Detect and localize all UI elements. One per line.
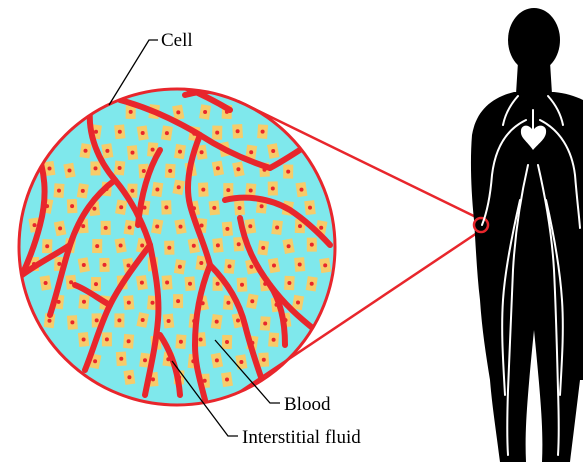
cell <box>78 332 89 347</box>
cell <box>234 201 245 216</box>
cell <box>175 334 186 349</box>
cell <box>116 351 127 366</box>
cell <box>162 275 173 290</box>
cell <box>209 200 220 215</box>
cell <box>78 294 89 309</box>
cell <box>212 238 223 253</box>
cell <box>91 277 101 291</box>
blood-label: Blood <box>284 394 331 415</box>
cell <box>164 241 174 255</box>
cell <box>163 314 174 329</box>
cell <box>258 353 269 367</box>
cell <box>304 200 316 215</box>
cell <box>102 332 112 346</box>
cell <box>161 200 171 214</box>
cell <box>92 239 102 253</box>
cell <box>174 144 186 159</box>
cell <box>284 276 295 290</box>
cell <box>67 315 78 330</box>
cell <box>99 258 109 272</box>
cell <box>221 372 233 387</box>
cell <box>165 164 176 179</box>
cell <box>222 335 232 349</box>
cell <box>53 183 64 198</box>
cell <box>222 221 233 236</box>
cell <box>151 182 163 197</box>
cell <box>307 238 317 252</box>
cell <box>184 276 195 291</box>
cell <box>223 183 233 197</box>
cell <box>260 316 271 331</box>
cell <box>123 370 135 385</box>
cell <box>173 294 183 308</box>
cell <box>114 313 124 327</box>
cell <box>127 145 138 160</box>
cell <box>114 124 125 139</box>
cell <box>237 277 248 292</box>
cell <box>90 161 100 175</box>
cell <box>271 220 283 235</box>
cell <box>161 125 173 140</box>
cell <box>137 125 149 140</box>
cell <box>283 165 293 179</box>
cell <box>101 221 111 235</box>
cell <box>212 125 222 139</box>
cell <box>123 334 134 349</box>
human-body-silhouette <box>471 8 583 462</box>
cell <box>67 199 78 213</box>
cell <box>268 181 278 195</box>
cell <box>268 332 279 347</box>
cell <box>224 259 235 274</box>
cell <box>79 143 91 158</box>
cell <box>294 257 305 272</box>
cell <box>257 240 269 255</box>
cell <box>211 314 223 329</box>
cell <box>232 124 243 139</box>
cell <box>136 275 148 290</box>
cell <box>198 182 209 196</box>
cell <box>123 295 134 310</box>
cell <box>296 182 308 197</box>
cell <box>114 161 125 176</box>
magnified-tissue <box>19 70 335 405</box>
cell <box>42 239 52 253</box>
interstitial-fluid-label: Interstitial fluid <box>242 427 361 448</box>
cell <box>257 124 268 139</box>
cell <box>319 258 331 273</box>
cell-label: Cell <box>161 30 193 51</box>
cell <box>306 276 318 291</box>
